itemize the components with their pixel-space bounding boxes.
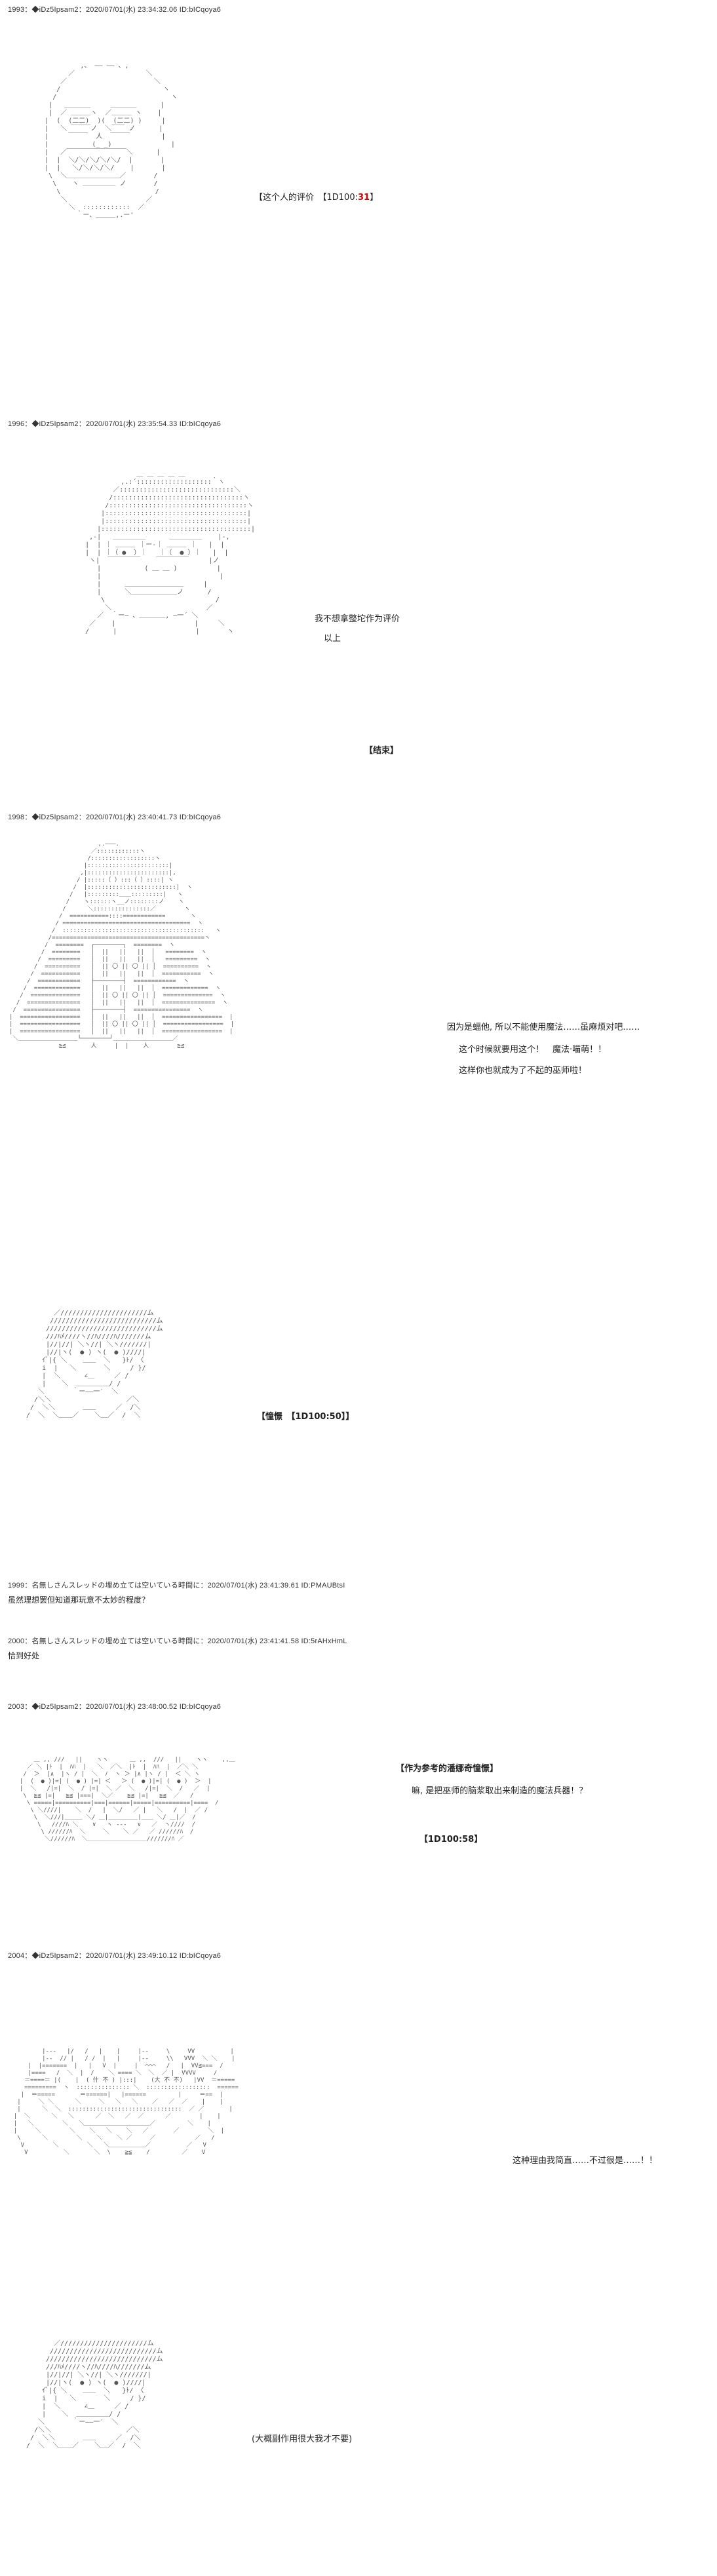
- end-marker: 【结束】: [364, 746, 399, 756]
- ascii-art-bald-glasses: ＿ ＿ ＿ ＿ ＿ ,.:´:::::::::::::::::::｀ヽ ／:::…: [85, 471, 255, 635]
- line-become-wizard: 这样你也就成为了不起的巫师啦！: [459, 1066, 587, 1076]
- post-header: 1999：名無しさんスレッドの埋め立ては空いている時間に：2020/07/01(…: [8, 1582, 345, 1590]
- ascii-art-hooded-figure-bottom: ／//////////////////////ム ///////////////…: [26, 2340, 163, 2449]
- ascii-art-hooded-figure-with-tower: ,.―――. ／::::::::::::ヽ /:::::::::::::::::…: [9, 841, 235, 1049]
- ascii-art-two-faces: ＿ ,, /// || ヽヽ ＿ ,, /// || ヽヽ ,,＿ ／ ＼ |ﾄ…: [20, 1757, 235, 1843]
- post-1999: 1999：名無しさんスレッドの埋め立ては空いている時間に：2020/07/01(…: [0, 1580, 717, 1619]
- ascii-art-face-grin: ,、 ―― ―― 、, ／ ＼ ／ ＼ / ヽ / ヽ | ＿＿＿＿ ＿＿＿＿ …: [45, 62, 178, 219]
- post-header: 1998：◆iDz5Ipsam2：2020/07/01(水) 23:40:41.…: [8, 813, 222, 821]
- post-body: 虽然理想罢但知道那玩意不太妙的程度？: [8, 1595, 150, 1605]
- post-header: 2003：◆iDz5Ipsam2：2020/07/01(水) 23:48:00.…: [8, 1703, 222, 1711]
- reference-longing: 【作为参考的潘娜奇憧憬】: [396, 1764, 499, 1774]
- line-no-evaluation: 我不想拿整坨作为评价: [315, 614, 400, 624]
- post-header: 2000：名無しさんスレッドの埋め立ては空いている時間に：2020/07/01(…: [8, 1637, 347, 1645]
- dice-roll-58: 【1D100:58】: [419, 1835, 483, 1844]
- ascii-art-hooded-figure-small: ／//////////////////////ム ///////////////…: [26, 1310, 163, 1419]
- line-end-note: 以上: [324, 634, 341, 644]
- post-2004: 2004：◆iDz5Ipsam2：2020/07/01(水) 23:49:10.…: [0, 1950, 717, 2576]
- line-side-effect: (大概副作用很大我才不要): [252, 2434, 353, 2444]
- post-1993: 1993：◆iDz5Ipsam2：2020/07/01(水) 23:34:32.…: [0, 0, 717, 420]
- post-body: 恰到好处: [8, 1651, 40, 1660]
- post-2003: 2003：◆iDz5Ipsam2：2020/07/01(水) 23:48:00.…: [0, 1701, 717, 1937]
- longing-roll: 【憧憬 【1D100:50】】: [257, 1412, 355, 1422]
- ascii-art-angry-group: |--- |/ / | | |-- \ VV | |-- // | / / | …: [13, 2048, 239, 2156]
- evaluation-roll-label: 【这个人的评价 【1D100:: [254, 193, 358, 203]
- evaluation-roll-close: 】: [370, 193, 379, 203]
- evaluation-roll: 【这个人的评价 【1D100:31】: [254, 190, 378, 203]
- post-1996: 1996：◆iDz5Ipsam2：2020/07/01(水) 23:35:54.…: [0, 418, 717, 805]
- post-header: 1993：◆iDz5Ipsam2：2020/07/01(水) 23:34:32.…: [8, 6, 222, 14]
- post-header: 2004：◆iDz5Ipsam2：2020/07/01(水) 23:49:10.…: [8, 1952, 222, 1960]
- post-header: 1996：◆iDz5Ipsam2：2020/07/01(水) 23:35:54.…: [8, 420, 222, 428]
- post-2000: 2000：名無しさんスレッドの埋め立ては空いている時間に：2020/07/01(…: [0, 1635, 717, 1668]
- post-1998: 1998：◆iDz5Ipsam2：2020/07/01(水) 23:40:41.…: [0, 811, 717, 1546]
- line-no-way: 这种理由我简直……不过很是……！！: [513, 2156, 658, 2166]
- line-brain-weapon: 嘛, 是把巫师的脑浆取出来制造的魔法兵器！？: [412, 1786, 588, 1796]
- line-magic-item: 这个时候就要用这个！ 魔法·喵萌！！: [459, 1045, 607, 1055]
- dice-result-highlight: 31: [357, 193, 370, 203]
- line-cannot-use-magic: 因为是蝠他, 所以不能使用魔法……虽麻烦对吧……: [447, 1023, 640, 1032]
